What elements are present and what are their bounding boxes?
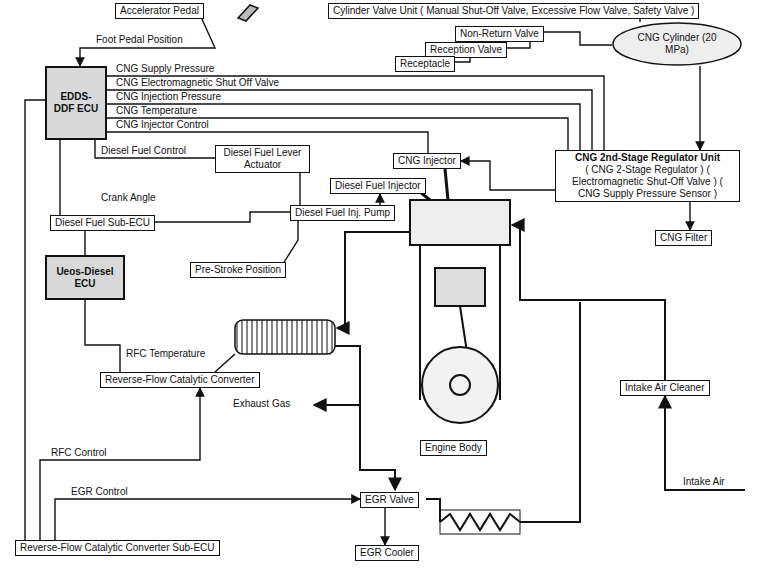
box-title: Ueos-Diesel ECU bbox=[51, 266, 119, 290]
ecu-box: EDDS-DDF ECU bbox=[45, 66, 107, 140]
signal-label: EGR Control bbox=[70, 486, 129, 498]
box-title: Accelerator Pedal bbox=[120, 5, 199, 17]
signal-line bbox=[379, 194, 380, 205]
valve-box: EGR Valve bbox=[360, 492, 419, 508]
intake-pipe bbox=[512, 225, 745, 490]
cylinder-ellipse: CNG Cylinder (20 MPa) bbox=[612, 22, 742, 66]
signal-label: RFC Control bbox=[50, 447, 108, 459]
accelerator-pedal-symbol bbox=[238, 5, 258, 21]
box-title: Pre-Stroke Position bbox=[195, 264, 281, 276]
signal-label: CNG Temperature bbox=[115, 105, 198, 117]
signal-line bbox=[55, 499, 360, 540]
signal-line bbox=[639, 19, 640, 22]
injector-box: Diesel Fuel Injector bbox=[330, 178, 426, 194]
box-title: CNG Filter bbox=[660, 232, 707, 244]
box-title: Receptacle bbox=[400, 58, 450, 70]
signal-line bbox=[299, 173, 300, 205]
box-title: EGR Cooler bbox=[360, 547, 414, 559]
box-title: EDDS-DDF ECU bbox=[51, 91, 101, 115]
valve-unit-box: Cylinder Valve Unit ( Manual Shut-Off Va… bbox=[328, 3, 699, 19]
signal-line bbox=[384, 508, 385, 545]
box-title: Diesel Fuel Inj. Pump bbox=[295, 207, 390, 219]
pedal-box: Accelerator Pedal bbox=[115, 3, 204, 19]
box-title: CNG Cylinder (20 MPa) bbox=[636, 32, 718, 56]
exhaust-pipe bbox=[314, 232, 410, 405]
sub-ecu-box: Diesel Fuel Sub-ECU bbox=[50, 215, 155, 231]
cooler-box: EGR Cooler bbox=[355, 545, 419, 561]
box-title: Non-Return Valve bbox=[460, 28, 539, 40]
box-title: CNG 2nd-Stage Regulator Unit bbox=[560, 152, 735, 164]
plain-label: Exhaust Gas bbox=[232, 398, 291, 410]
plain-label: Intake Air bbox=[682, 476, 726, 488]
receptacle-box: Receptacle bbox=[395, 56, 455, 72]
signal-label: RFC Temperature bbox=[125, 348, 206, 360]
box-body: ( CNG 2-Stage Regulator ) ( Electromagne… bbox=[560, 164, 735, 200]
signal-label: CNG Electromagnetic Shut Off Valve bbox=[115, 77, 280, 89]
ecu-box: Ueos-Diesel ECU bbox=[45, 255, 125, 300]
signal-line bbox=[95, 140, 215, 158]
box-title: Diesel Fuel Lever Actuator bbox=[220, 147, 305, 171]
signal-line bbox=[544, 32, 612, 45]
signal-line bbox=[107, 104, 580, 150]
signal-line bbox=[80, 19, 215, 66]
signal-line bbox=[155, 212, 290, 222]
signal-label: Foot Pedal Position bbox=[95, 34, 184, 46]
box-title: Reverse-Flow Catalytic Converter bbox=[105, 374, 255, 386]
egr-pipe bbox=[360, 302, 580, 534]
engine-body-drawing bbox=[410, 169, 510, 423]
signal-label: Diesel Fuel Control bbox=[100, 145, 187, 157]
signal-line bbox=[59, 140, 60, 215]
air-cleaner-box: Intake Air Cleaner bbox=[620, 380, 710, 396]
signal-line bbox=[107, 76, 604, 150]
box-title: Reception Valve bbox=[430, 44, 502, 56]
box-title: Diesel Fuel Injector bbox=[335, 180, 421, 192]
regulator-box: CNG 2nd-Stage Regulator Unit( CNG 2-Stag… bbox=[555, 150, 740, 202]
box-title: EGR Valve bbox=[365, 494, 414, 506]
engine-box: Engine Body bbox=[420, 440, 487, 456]
box-title: Engine Body bbox=[425, 442, 482, 454]
position-box: Pre-Stroke Position bbox=[190, 262, 286, 278]
signal-line bbox=[85, 300, 120, 372]
catalytic-converter-drawing bbox=[215, 320, 335, 372]
signal-line bbox=[689, 202, 690, 230]
signal-line bbox=[84, 231, 85, 255]
actuator-box: Diesel Fuel Lever Actuator bbox=[215, 145, 310, 173]
injector-box: CNG Injector bbox=[393, 153, 461, 169]
filter-box: CNG Filter bbox=[655, 230, 712, 246]
signal-label: CNG Supply Pressure bbox=[115, 63, 215, 75]
pump-box: Diesel Fuel Inj. Pump bbox=[290, 205, 395, 221]
signal-line bbox=[107, 90, 592, 150]
box-title: Reverse-Flow Catalytic Converter Sub-ECU bbox=[20, 542, 215, 554]
converter-box: Reverse-Flow Catalytic Converter bbox=[100, 372, 260, 388]
sub-ecu-box: Reverse-Flow Catalytic Converter Sub-ECU bbox=[15, 540, 220, 556]
signal-label: CNG Injection Pressure bbox=[115, 91, 222, 103]
signal-line bbox=[25, 100, 45, 540]
box-title: Cylinder Valve Unit ( Manual Shut-Off Va… bbox=[333, 5, 694, 17]
signal-line bbox=[40, 388, 200, 540]
box-title: CNG Injector bbox=[398, 155, 456, 167]
signal-label: CNG Injector Control bbox=[115, 119, 210, 131]
signal-line bbox=[507, 42, 530, 48]
plain-label: Crank Angle bbox=[100, 192, 156, 204]
box-title: Diesel Fuel Sub-ECU bbox=[55, 217, 150, 229]
signal-line bbox=[461, 161, 555, 190]
signal-line bbox=[699, 66, 700, 150]
box-title: Intake Air Cleaner bbox=[625, 382, 705, 394]
valve-box: Non-Return Valve bbox=[455, 26, 544, 42]
signal-line bbox=[455, 58, 470, 62]
signal-line bbox=[284, 221, 298, 262]
